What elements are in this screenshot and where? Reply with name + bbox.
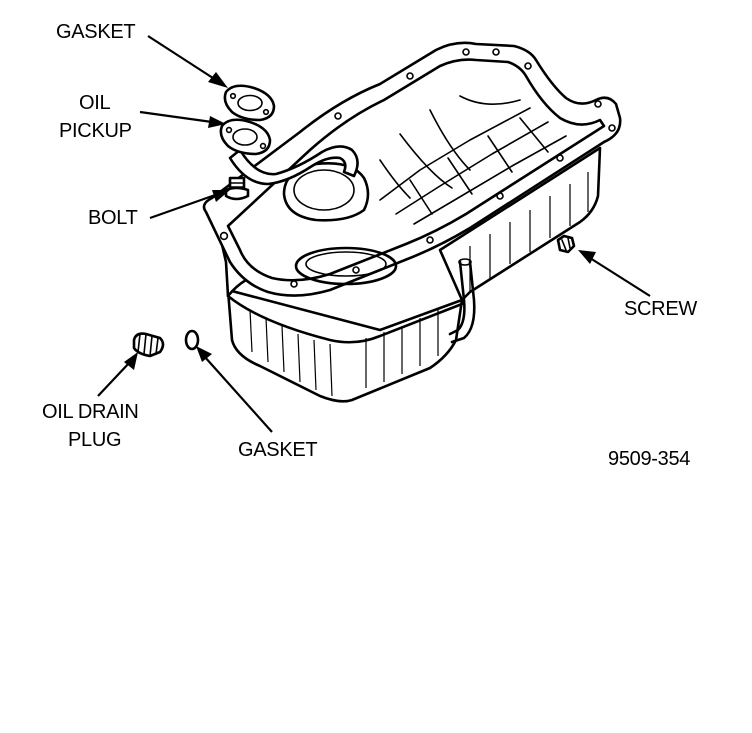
arrow-bolt [212,190,230,202]
oil-pan [202,41,622,403]
oil-pan-sump-seam [226,294,464,344]
arrow-gasket-top [208,72,228,88]
figure-number: 9509-354 [608,448,690,470]
oil-pan-sump-well [294,246,398,286]
arrow-screw [578,250,596,264]
oil-pan-right-wall [438,146,602,302]
oil-pickup-flange-port [232,128,258,146]
oil-pan-right-ribs [469,172,589,292]
leader-bolt [149,192,219,220]
oil-pickup-screen-inner [293,169,355,211]
dipstick-tube-outer [450,260,476,344]
leader-lines [97,35,651,433]
oil-pan-rail [202,41,622,297]
leader-gasket-top [147,35,217,81]
pickup-gasket [223,84,276,122]
oil-pan-sump [226,288,464,403]
dipstick-tube-cap [458,258,472,266]
leader-oil-drain-plug [97,361,131,397]
oil-pickup-flange [219,118,272,156]
leader-screw [589,257,651,297]
label-bolt: BOLT [88,207,138,229]
arrow-gasket-bottom [196,346,212,362]
label-oil-pickup-line1: OIL [79,92,111,114]
label-gasket-top: GASKET [56,21,135,43]
leader-oil-pickup [139,110,213,124]
label-oil-drain-plug-line2: PLUG [68,429,121,451]
leader-gasket-bottom [203,355,273,433]
pickup-bolt [224,176,250,201]
label-oil-pickup-line2: PICKUP [59,120,132,142]
drain-plug-gasket [184,329,200,351]
dipstick-tube [448,260,466,336]
oil-pan-sump-ribs [249,309,439,397]
label-screw: SCREW [624,298,697,320]
arrow-oil-drain-plug [124,352,138,370]
label-gasket-bottom: GASKET [238,439,317,461]
oil-pan-rim-inner [226,58,606,282]
label-oil-drain-plug-line1: OIL DRAIN [42,401,139,423]
pan-screw [556,234,576,254]
oil-pickup-tube [228,145,359,186]
oil-pickup [219,118,370,222]
arrow-oil-pickup [208,116,226,128]
oil-pan-interior-baffles [379,95,567,225]
labels: GASKET OIL PICKUP BOLT SCREW OIL DRAIN P… [42,21,698,470]
oil-drain-plug [132,332,165,358]
